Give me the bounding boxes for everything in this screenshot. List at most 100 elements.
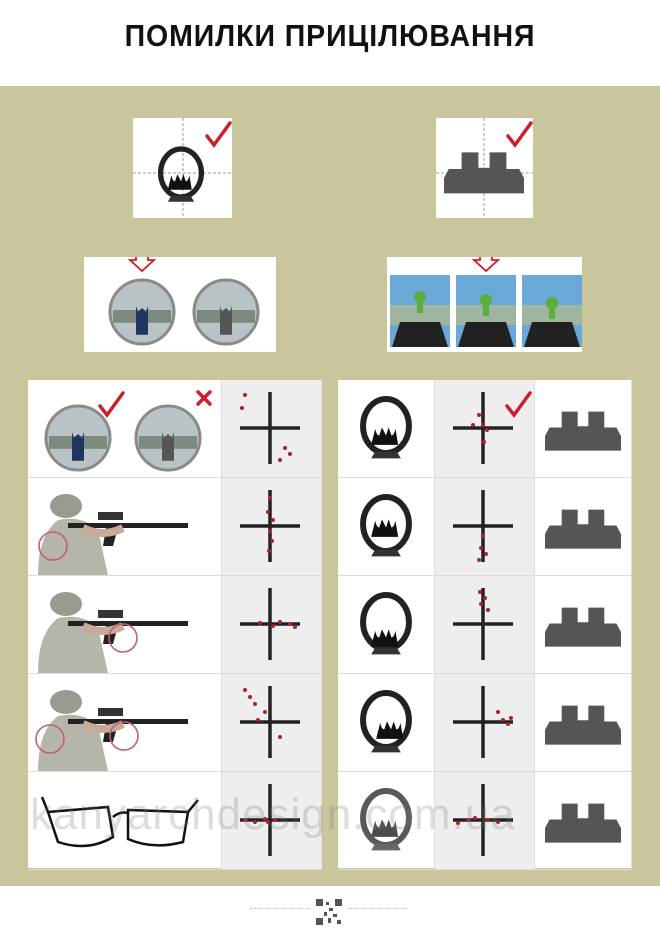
shot-dot bbox=[484, 552, 488, 556]
shot-dot bbox=[268, 529, 272, 533]
right-row-5-front-sight bbox=[338, 772, 435, 870]
target-icon bbox=[453, 392, 513, 464]
left-row-2-target bbox=[222, 478, 322, 576]
shot-dot bbox=[482, 440, 486, 444]
shot-dot bbox=[481, 534, 485, 538]
shot-dot bbox=[456, 821, 460, 825]
check-icon bbox=[205, 121, 232, 148]
right-row-5-rear-sight bbox=[535, 772, 632, 870]
soldier-rifle-image bbox=[38, 592, 188, 673]
shot-dot bbox=[509, 716, 513, 720]
shot-dot bbox=[288, 452, 292, 456]
scope-icon bbox=[192, 278, 260, 346]
shot-dot bbox=[248, 695, 252, 699]
front-sight-icon bbox=[360, 690, 412, 753]
shot-dot bbox=[477, 413, 481, 417]
shot-dot bbox=[471, 423, 475, 427]
qr-code-icon bbox=[315, 898, 343, 926]
target-icon bbox=[453, 784, 513, 856]
left-row-3-target bbox=[222, 576, 322, 674]
footer-text-right bbox=[348, 908, 408, 914]
front-sight-icon bbox=[360, 396, 412, 459]
scope-icon bbox=[134, 404, 202, 472]
left-errors-table bbox=[28, 380, 322, 870]
right-row-3-target bbox=[435, 576, 535, 674]
shot-dot bbox=[270, 539, 274, 543]
shot-dot bbox=[253, 702, 257, 706]
left-row-4-image bbox=[28, 674, 222, 772]
shot-dot bbox=[278, 735, 282, 739]
scope-view-box bbox=[84, 257, 276, 352]
rear-sight-view bbox=[390, 275, 450, 347]
shot-dot bbox=[263, 710, 267, 714]
glasses-icon bbox=[40, 796, 199, 848]
rear-sight-icon bbox=[545, 509, 621, 549]
soldier-rifle-image bbox=[35, 690, 188, 771]
shot-dot bbox=[268, 496, 272, 500]
footer-text-left bbox=[250, 908, 310, 914]
shot-dot bbox=[283, 446, 287, 450]
rear-sight-view bbox=[522, 275, 582, 347]
shot-dot bbox=[267, 549, 271, 553]
check-icon bbox=[506, 121, 533, 148]
footer bbox=[0, 896, 660, 932]
right-row-2-target bbox=[435, 478, 535, 576]
front-sight-icon bbox=[360, 788, 412, 851]
shot-dot bbox=[473, 816, 477, 820]
shot-dot bbox=[479, 546, 483, 550]
target-icon bbox=[240, 392, 300, 464]
right-row-1-target bbox=[435, 380, 535, 478]
rear-sight-icon bbox=[545, 803, 621, 843]
left-row-1-image bbox=[28, 380, 222, 478]
shot-dot bbox=[478, 590, 482, 594]
right-row-3-front-sight bbox=[338, 576, 435, 674]
check-icon bbox=[98, 391, 125, 418]
left-row-5-target bbox=[222, 772, 322, 870]
shot-dot bbox=[483, 596, 487, 600]
shot-dot bbox=[240, 406, 244, 410]
right-row-4-target bbox=[435, 674, 535, 772]
shot-dot bbox=[479, 602, 483, 606]
shot-dot bbox=[477, 558, 481, 562]
rear-sight-correct-box bbox=[436, 118, 533, 218]
front-sight-icon bbox=[157, 146, 205, 202]
shot-dot bbox=[496, 710, 500, 714]
soldier-rifle-image bbox=[38, 494, 188, 575]
shot-dot bbox=[278, 620, 282, 624]
page-title: ПОМИЛКИ ПРИЦІЛЮВАННЯ bbox=[124, 18, 536, 53]
rear-sight-view-box bbox=[387, 257, 582, 352]
left-row-1-target bbox=[222, 380, 322, 478]
target-icon bbox=[453, 490, 513, 562]
right-row-5-target bbox=[435, 772, 535, 870]
shot-dot bbox=[258, 621, 262, 625]
shot-dot bbox=[243, 393, 247, 397]
shot-dot bbox=[486, 818, 490, 822]
right-errors-table bbox=[338, 380, 632, 870]
shot-dot bbox=[293, 625, 297, 629]
shot-dot bbox=[496, 820, 500, 824]
rear-sight-icon bbox=[545, 607, 621, 647]
down-arrow-icon bbox=[127, 257, 157, 273]
shot-dot bbox=[501, 718, 505, 722]
target-icon bbox=[240, 784, 300, 856]
shot-dot bbox=[288, 622, 292, 626]
shot-dot bbox=[485, 428, 489, 432]
rear-sight-icon bbox=[545, 705, 621, 745]
target-icon bbox=[240, 686, 300, 758]
front-sight-correct-box bbox=[133, 118, 232, 218]
right-row-2-rear-sight bbox=[535, 478, 632, 576]
shot-dot bbox=[266, 820, 270, 824]
shot-dot bbox=[253, 820, 257, 824]
target-icon bbox=[453, 686, 513, 758]
shot-dot bbox=[278, 458, 282, 462]
left-row-4-target bbox=[222, 674, 322, 772]
left-row-2-image bbox=[28, 478, 222, 576]
right-row-1-front-sight bbox=[338, 380, 435, 478]
front-sight-icon bbox=[360, 494, 412, 557]
shot-dot bbox=[273, 818, 277, 822]
watermark: kanyarchdesign.com.ua bbox=[30, 790, 516, 839]
shot-dot bbox=[271, 518, 275, 522]
right-row-4-front-sight bbox=[338, 674, 435, 772]
shot-dot bbox=[271, 624, 275, 628]
check-icon bbox=[505, 391, 532, 418]
